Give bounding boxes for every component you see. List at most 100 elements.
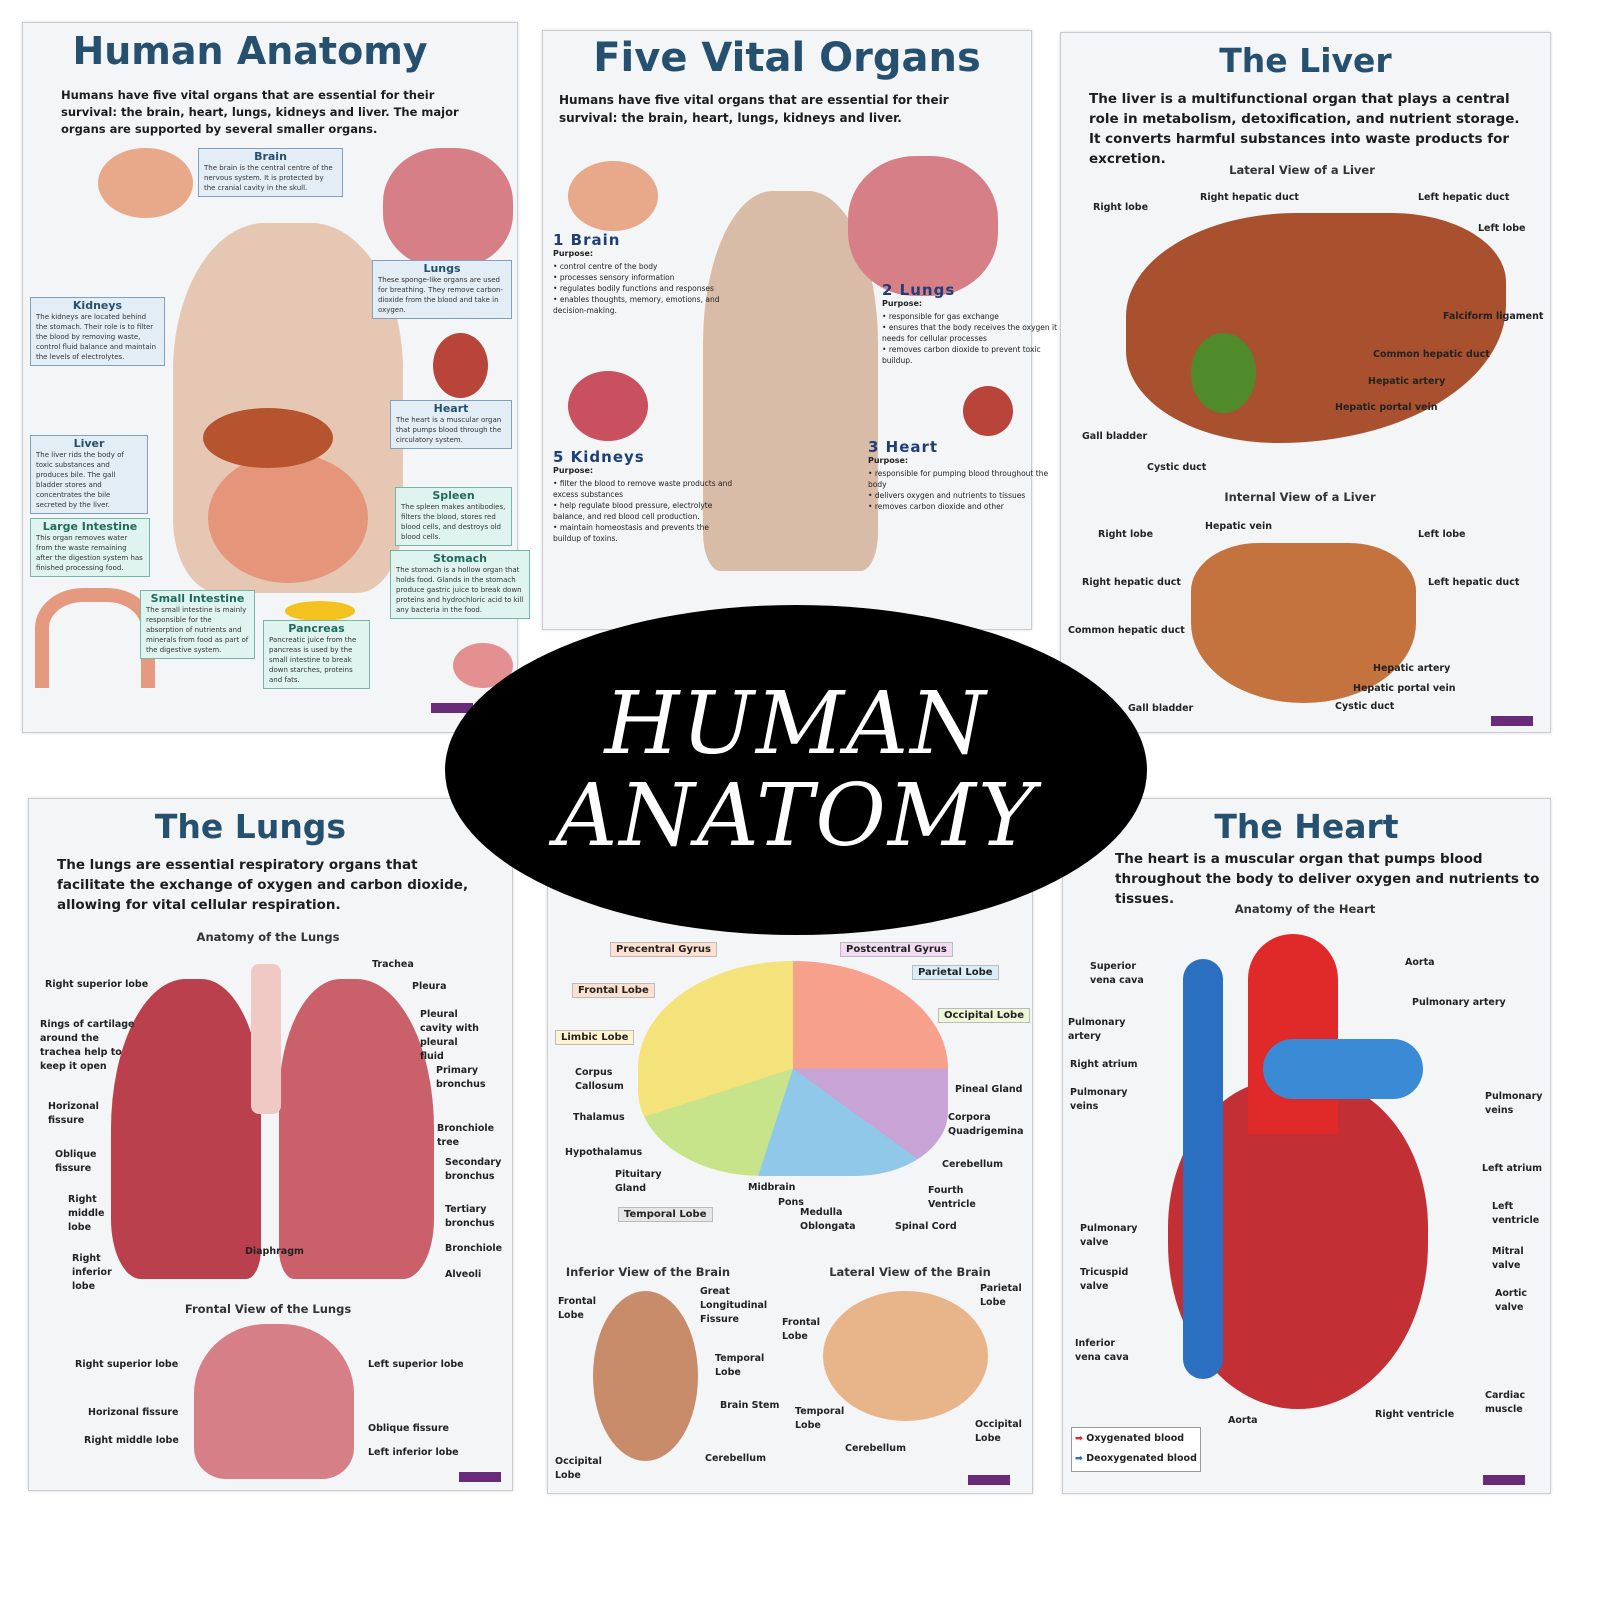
poster-the-liver: The Liver The liver is a multifunctional… [1060,32,1551,733]
purpose-label: Purpose: [882,299,923,308]
section-heading: 2 Lungs [882,283,1067,298]
info-box-title: Pancreas [288,622,345,635]
gallbladder-illustration [1191,333,1256,413]
diagram-label: Mitral valve [1492,1246,1524,1271]
purpose-text: responsible for pumping blood throughout… [868,469,1049,489]
brain-sagittal-illustration [638,961,948,1176]
diagram-label: Great Longitudinal Fissure [700,1286,768,1325]
diagram-label: Left ventricle [1492,1201,1540,1226]
poster-human-anatomy: Human Anatomy Humans have five vital org… [22,22,518,733]
blue-arrow-icon: ➡ [1075,1453,1083,1464]
poster-the-heart: The Heart The heart is a muscular organ … [1062,798,1551,1494]
aorta-illustration [1248,934,1338,1134]
diagram-label: Corpora Quadrigemina [948,1112,1024,1137]
brand-logo [1483,1475,1525,1485]
purpose-text: responsible for gas exchange [888,312,999,321]
heart-illustration [433,333,488,398]
purpose-text: ensures that the body receives the oxyge… [882,323,1058,343]
kidneys-illustration [568,371,648,441]
diagram-label: Spinal Cord [895,1221,957,1232]
section-heading: 1 Brain [553,231,738,249]
brand-logo [1491,716,1533,726]
purpose-text: regulates bodily functions and responses [559,284,714,293]
section-title: Kidneys [570,448,645,466]
legend [1071,1427,1201,1472]
region-tag: Precentral Gyrus [610,942,717,957]
diagram-label: Falciform ligament [1443,311,1544,322]
torso-illustration [703,191,878,571]
poster-title: Five Vital Organs [593,35,981,81]
heart-illustration [963,386,1013,436]
diagram-label: Superior vena cava [1090,961,1144,986]
lungs-illustration [848,156,998,296]
info-box-text: The brain is the central centre of the n… [204,164,333,192]
purpose-text: removes carbon dioxide and other [874,502,1004,511]
diagram-label: Aorta [1405,957,1435,968]
region-tag: Temporal Lobe [618,1207,713,1222]
purpose-item: • processes sensory information [553,273,675,282]
diagram-label: Gall bladder [1082,431,1148,442]
poster-description: Humans have five vital organs that are e… [61,88,459,136]
info-box-text: This organ removes water from the waste … [36,534,143,572]
diagram-label: Temporal Lobe [795,1406,845,1431]
diagram-label: Right middle lobe [84,1435,179,1446]
purpose-text: filter the blood to remove waste product… [553,479,733,499]
diagram-label: Hepatic vein [1205,521,1272,532]
section-title: Brain [570,231,621,249]
number-badge: 5 [553,448,565,466]
human-anatomy-banner: HUMAN ANATOMY [445,605,1147,935]
red-arrow-icon: ➡ [1075,1433,1083,1444]
diagram-label: Frontal Lobe [782,1317,821,1342]
colon-illustration [35,588,155,688]
diagram-subtitle: Anatomy of the Heart [1234,902,1376,916]
diagram-label: Hepatic portal vein [1335,402,1438,413]
diagram-label: Right inferior lobe [72,1253,112,1292]
diagram-label: Hypothalamus [565,1147,643,1158]
info-box-title: Lungs [423,262,461,275]
info-box-title: Liver [73,437,105,450]
info-box-text: The stomach is a hollow organ that holds… [396,566,524,614]
brand-logo [431,703,473,713]
purpose-item: • removes carbon dioxide and other [868,502,1004,511]
diagram-label: Cystic duct [1147,462,1207,473]
info-box-title: Spleen [432,489,475,502]
purpose-text: enables thoughts, memory, emotions, and … [553,295,720,315]
diagram-label: Cardiac muscle [1485,1390,1526,1415]
pancreas-illustration [285,601,355,621]
diagram-label: Gall bladder [1128,703,1194,714]
info-box-title: Large Intestine [42,520,138,533]
purpose-text: help regulate blood pressure, electrolyt… [553,501,713,521]
diagram-label: Pulmonary artery [1068,1017,1126,1042]
diagram-label: Bronchiole [445,1243,503,1254]
diagram-label: Pulmonary valve [1080,1223,1138,1248]
diagram-label: Hepatic artery [1373,663,1451,674]
diagram-label: Cerebellum [705,1453,766,1464]
diagram-label: Diaphragm [245,1246,304,1257]
diagram-label: Alveoli [445,1269,482,1280]
diagram-label: Common hepatic duct [1373,349,1490,360]
diagram-label: Left lobe [1478,223,1526,234]
diagram-label: Cerebellum [942,1159,1003,1170]
diagram-label: Oblique fissure [55,1149,97,1174]
purpose-label: Purpose: [868,456,909,465]
diagram-label: Right lobe [1093,202,1149,213]
section-heading: 5 Kidneys [553,448,738,466]
purpose-item: • enables thoughts, memory, emotions, an… [553,295,720,315]
diagram-label: Tertiary bronchus [445,1204,495,1229]
brain-lateral-illustration [823,1291,988,1421]
legend-label: Oxygenated blood [1086,1433,1185,1444]
diagram-label: Pleural cavity with pleural fluid [420,1009,479,1062]
number-badge: 1 [553,231,565,249]
diagram-label: Left hepatic duct [1418,192,1510,203]
diagram-label: Tricuspid valve [1080,1267,1129,1292]
pulmonary-artery-illustration [1263,1039,1423,1099]
info-box-title: Kidneys [72,299,123,312]
poster-description: The heart is a muscular organ that pumps… [1115,851,1540,907]
frontal-lungs-illustration [194,1324,354,1479]
poster-title: The Heart [1214,807,1399,846]
region-tag: Parietal Lobe [912,965,999,980]
